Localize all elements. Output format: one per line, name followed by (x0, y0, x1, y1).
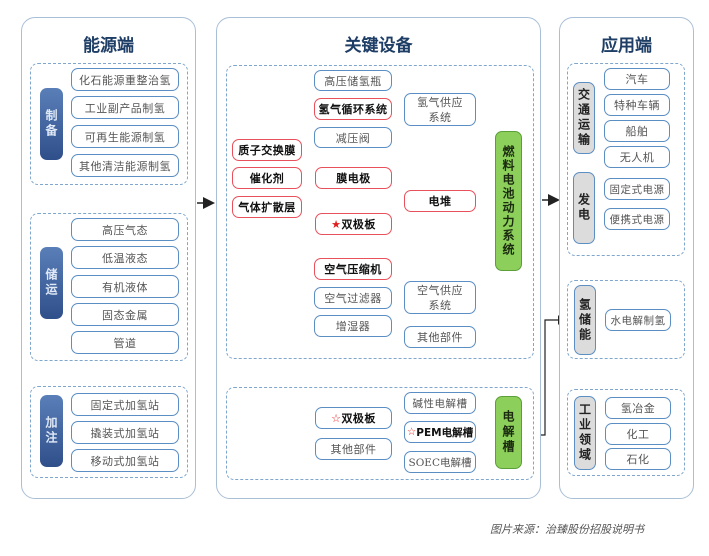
electrolyzer-group (226, 387, 534, 480)
transport-item: 无人机 (604, 146, 670, 168)
electrolyzer-type-label: PEM电解槽 (416, 426, 474, 439)
power-label: 发电 (573, 172, 595, 244)
membrane-electrode: 膜电极 (315, 167, 392, 189)
refueling-item: 撬装式加氢站 (71, 421, 179, 444)
electrolyzer-type-key: ☆ PEM电解槽 (404, 421, 476, 443)
industry-group (567, 389, 685, 476)
transport-power-group (567, 63, 685, 256)
stack: 电堆 (404, 190, 476, 212)
power-item: 固定式电源 (604, 178, 670, 200)
production-item: 其他清洁能源制氢 (71, 154, 179, 177)
bipolar-plate: ★ 双极板 (315, 213, 392, 235)
other-parts: 其他部件 (404, 326, 476, 348)
industry-label: 工业领域 (574, 396, 596, 470)
star-outline-icon: ☆ (406, 426, 417, 438)
star-filled-icon: ★ (331, 217, 342, 231)
energy-storage-label: 氢储能 (574, 285, 596, 355)
star-outline-icon: ☆ (331, 411, 342, 425)
hydrogen-part: 减压阀 (314, 127, 392, 148)
industry-item: 石化 (605, 448, 671, 470)
electrolyzer-part: 其他部件 (315, 438, 392, 460)
fuel-cell-group (226, 65, 534, 359)
production-item: 工业副产品制氢 (71, 96, 179, 119)
membrane-part: 气体扩散层 (232, 196, 302, 218)
hydrogen-part: 高压储氢瓶 (314, 70, 392, 91)
air-part-key: 空气压缩机 (314, 258, 392, 280)
air-part: 空气过滤器 (314, 287, 392, 309)
production-item: 化石能源重整治氢 (71, 68, 179, 91)
fuel-cell-system: 燃料电池动力系统 (495, 131, 522, 271)
storage-group (30, 213, 188, 361)
storage-item: 固态金属 (71, 303, 179, 326)
transport-item: 特种车辆 (604, 94, 670, 116)
electrolyzer-part-label: 双极板 (341, 412, 376, 425)
energy-panel-title: 能源端 (83, 36, 134, 56)
refueling-group (30, 386, 188, 478)
hydrogen-part-key: 氢气循环系统 (314, 98, 392, 120)
air-part: 增湿器 (314, 315, 392, 337)
storage-label: 储运 (40, 247, 63, 319)
transport-label: 交通运输 (573, 82, 595, 154)
transport-item: 汽车 (604, 68, 670, 90)
bipolar-plate-label: 双极板 (341, 218, 376, 231)
storage-item: 有机液体 (71, 275, 179, 298)
air-supply-system: 空气供应系统 (404, 281, 476, 314)
storage-item: 管道 (71, 331, 179, 354)
electrolyzer-part-key: ☆ 双极板 (315, 407, 392, 429)
membrane-part: 催化剂 (232, 167, 302, 189)
equipment-panel-title: 关键设备 (344, 36, 413, 56)
membrane-part: 质子交换膜 (232, 139, 302, 161)
image-source-caption: 图片来源：治臻股份招股说明书 (490, 523, 644, 536)
production-item: 可再生能源制氢 (71, 125, 179, 148)
industry-item: 氢冶金 (605, 397, 671, 419)
storage-item: 低温液态 (71, 246, 179, 269)
energy-storage-item: 水电解制氢 (605, 309, 671, 331)
electrolyzer-label: 电解槽 (495, 396, 522, 469)
industry-item: 化工 (605, 423, 671, 445)
power-item: 便携式电源 (604, 208, 670, 230)
refueling-item: 移动式加氢站 (71, 449, 179, 472)
energy-storage-group (567, 280, 685, 359)
refueling-item: 固定式加氢站 (71, 393, 179, 416)
production-label: 制备 (40, 88, 63, 160)
production-group (30, 63, 188, 185)
application-panel-title: 应用端 (601, 36, 652, 56)
electrolyzer-type: 碱性电解槽 (404, 392, 476, 414)
storage-item: 高压气态 (71, 218, 179, 241)
electrolyzer-type: SOEC电解槽 (404, 451, 476, 473)
transport-item: 船舶 (604, 120, 670, 142)
refueling-label: 加注 (40, 395, 63, 467)
hydrogen-supply-system: 氢气供应系统 (404, 93, 476, 126)
